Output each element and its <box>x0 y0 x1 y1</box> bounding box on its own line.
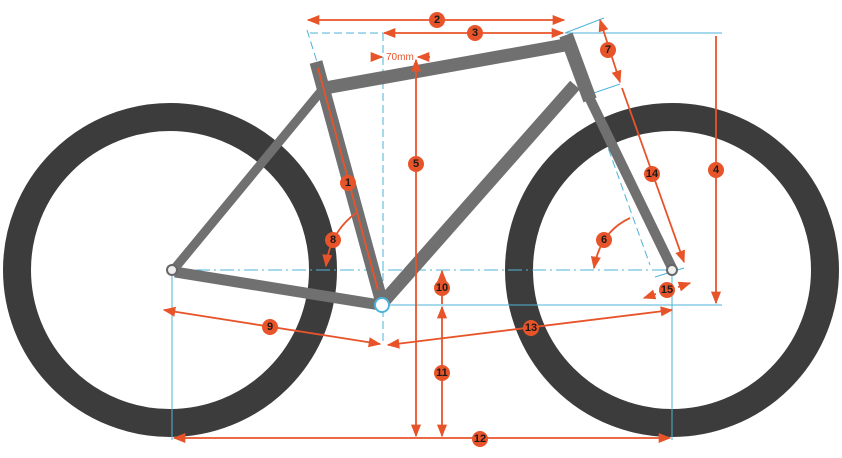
svg-text:9: 9 <box>267 321 273 333</box>
svg-text:13: 13 <box>525 322 537 334</box>
marker-11: 11 <box>434 365 450 381</box>
svg-text:11: 11 <box>436 367 448 379</box>
svg-text:7: 7 <box>605 44 611 56</box>
svg-text:10: 10 <box>436 282 448 294</box>
svg-text:14: 14 <box>646 168 659 180</box>
offset-label: 70mm <box>386 52 414 63</box>
svg-text:6: 6 <box>601 234 607 246</box>
marker-6: 6 <box>596 232 612 248</box>
svg-text:2: 2 <box>434 14 440 26</box>
svg-text:5: 5 <box>413 158 419 170</box>
svg-text:8: 8 <box>330 234 336 246</box>
marker-12: 12 <box>472 431 488 447</box>
marker-8: 8 <box>325 232 341 248</box>
svg-text:12: 12 <box>474 433 486 445</box>
marker-10: 10 <box>434 280 450 296</box>
svg-text:15: 15 <box>661 284 673 296</box>
marker-1: 1 <box>340 175 356 191</box>
marker-15: 15 <box>659 282 675 298</box>
marker-9: 9 <box>262 319 278 335</box>
marker-5: 5 <box>408 156 424 172</box>
marker-14: 14 <box>644 166 660 182</box>
svg-text:3: 3 <box>472 27 478 39</box>
svg-text:1: 1 <box>345 177 351 189</box>
marker-4: 4 <box>708 162 724 178</box>
marker-7: 7 <box>600 42 616 58</box>
marker-3: 3 <box>467 25 483 41</box>
marker-2: 2 <box>429 12 445 28</box>
marker-13: 13 <box>523 320 539 336</box>
svg-text:4: 4 <box>713 164 720 176</box>
